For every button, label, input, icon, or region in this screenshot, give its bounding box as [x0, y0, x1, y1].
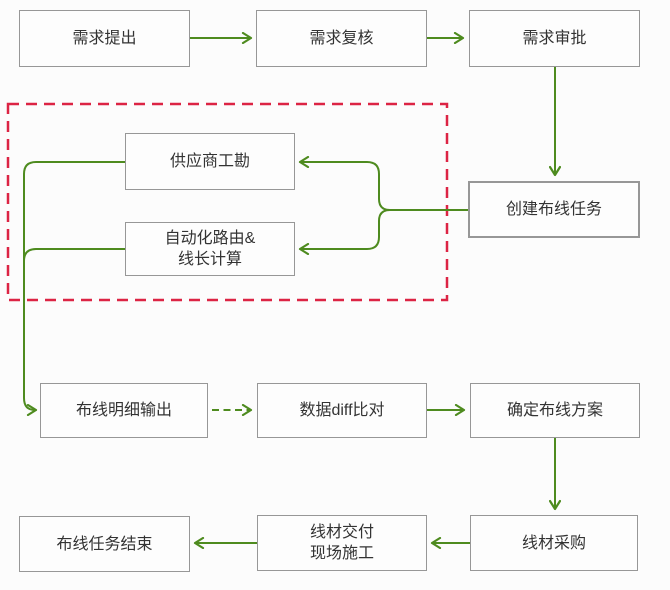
node-confirm-cabling-plan: 确定布线方案: [470, 383, 640, 438]
automation-dashed-zone: [6, 102, 449, 302]
edge-auto-routing-to-collector: [23, 248, 125, 262]
node-auto-routing-length-calc: 自动化路由& 线长计算: [125, 222, 295, 276]
node-demand-approval: 需求审批: [469, 10, 640, 67]
node-create-cabling-task: 创建布线任务: [468, 181, 640, 238]
node-data-diff-compare: 数据diff比对: [257, 383, 427, 438]
node-demand-propose: 需求提出: [19, 10, 190, 67]
node-cable-delivery-construction: 线材交付 现场施工: [257, 515, 427, 571]
node-supplier-site-survey: 供应商工勘: [125, 133, 295, 190]
node-demand-recheck: 需求复核: [256, 10, 427, 67]
node-cabling-detail-output: 布线明细输出: [40, 383, 208, 438]
edge-supplier-survey-to-detail-output: [23, 161, 125, 410]
edge-create-task-to-supplier-survey: [301, 162, 468, 211]
edge-create-task-to-auto-routing: [301, 209, 468, 249]
node-cable-procurement: 线材采购: [470, 515, 638, 571]
node-cabling-task-end: 布线任务结束: [19, 516, 190, 572]
